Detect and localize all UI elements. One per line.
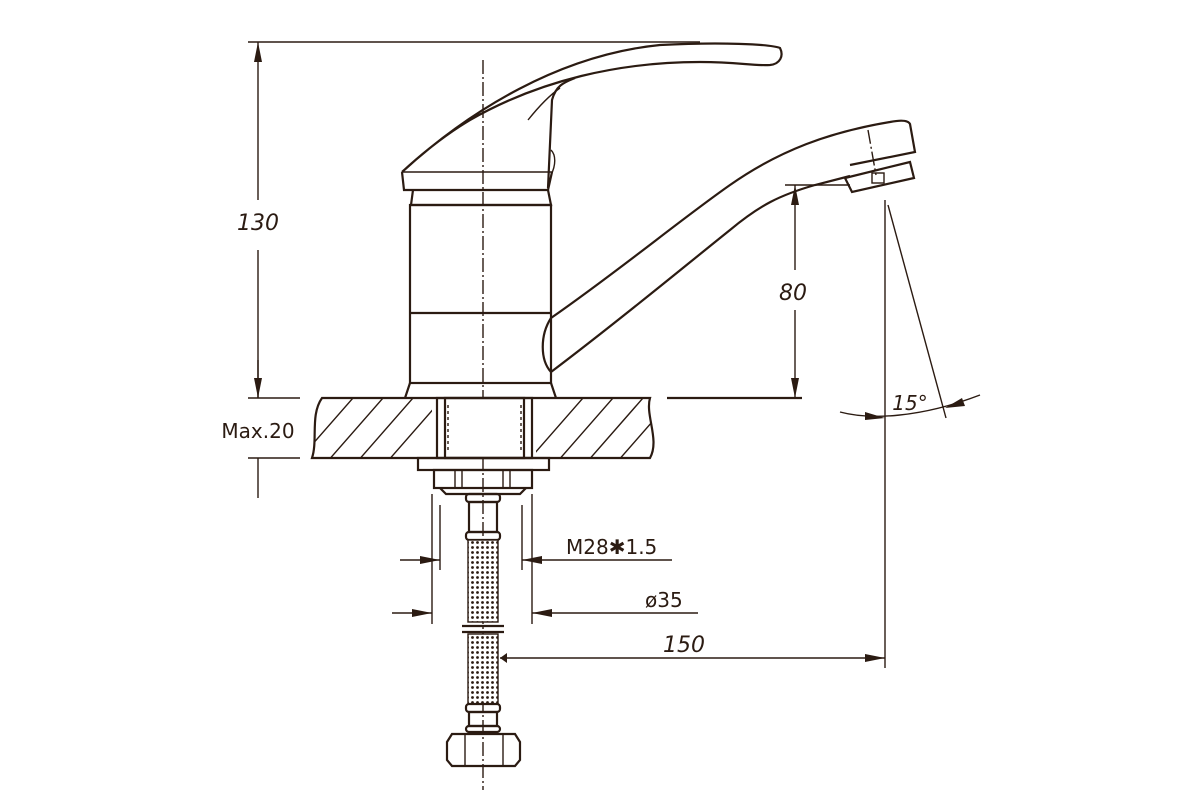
dim-diameter-label: ø35: [645, 588, 683, 612]
dim-thread-label: M28✱1.5: [566, 535, 657, 559]
dim-130-label: 130: [237, 211, 279, 236]
dimension-angle: 15°: [839, 204, 981, 420]
dimension-80: 80: [779, 184, 850, 398]
dimension-150: 150: [500, 200, 886, 668]
mounting-nut: [416, 456, 551, 496]
dim-150-label: 150: [663, 633, 705, 658]
flexible-hose: [445, 492, 522, 768]
dim-angle-label: 15°: [892, 391, 927, 415]
dim-80-label: 80: [779, 281, 807, 306]
dimension-diameter: ø35: [392, 494, 698, 624]
lever-handle: [400, 42, 783, 192]
dim-max20-label: Max.20: [221, 419, 294, 443]
dimension-max20: Max.20: [221, 360, 300, 498]
deck-section: [310, 396, 802, 460]
faucet-body: [403, 189, 558, 399]
spout: [541, 119, 917, 373]
dimension-thread: M28✱1.5: [400, 505, 672, 570]
dimension-130: 130: [237, 41, 700, 398]
